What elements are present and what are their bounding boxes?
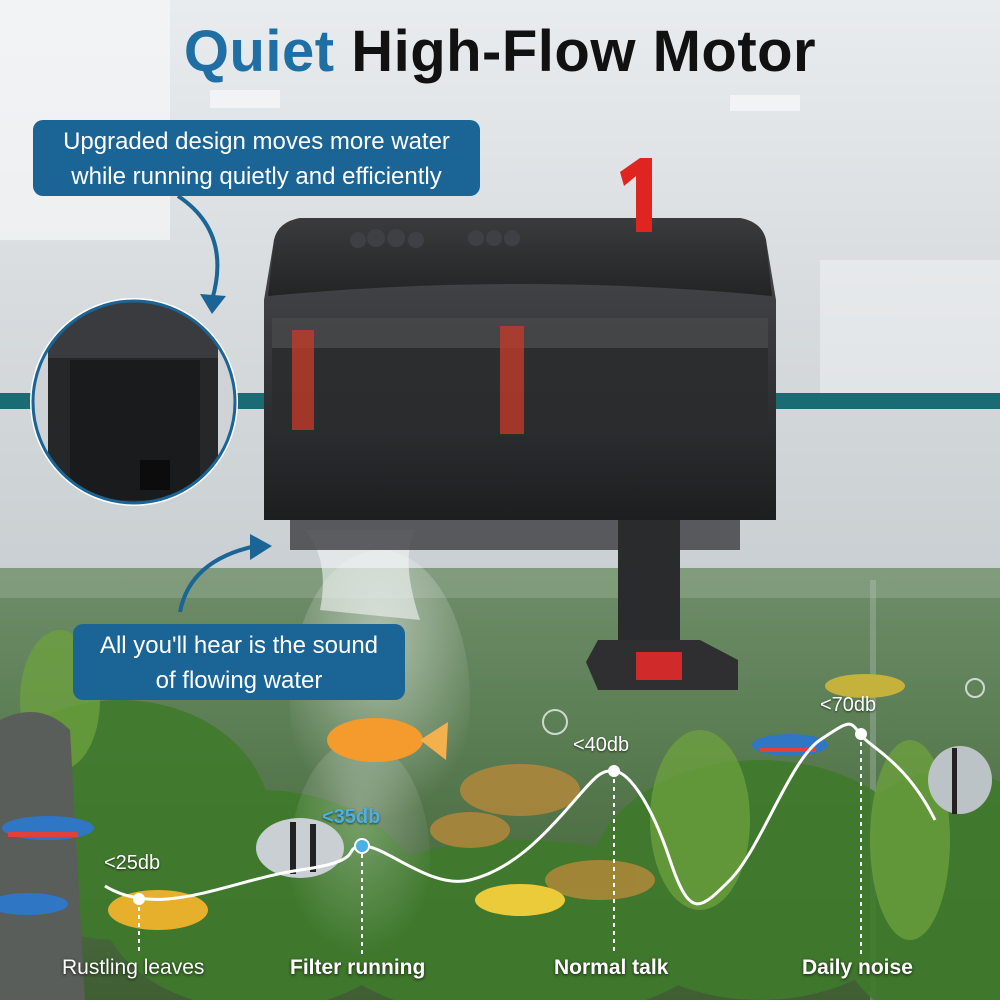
page-title: Quiet High-Flow Motor: [0, 18, 1000, 85]
label-rustling-leaves: Rustling leaves: [62, 956, 205, 979]
callout-flowing-water: All you'll hear is the sound of flowing …: [73, 624, 405, 700]
callout-upgraded-design: Upgraded design moves more water while r…: [33, 120, 480, 196]
title-accent: Quiet: [183, 19, 335, 84]
db-value-40: <40db: [573, 734, 630, 756]
label-normal-talk: Normal talk: [554, 956, 669, 979]
db-value-35: <35db: [322, 806, 381, 828]
callout-top-line2: while running quietly and efficiently: [71, 163, 442, 190]
callout-top-line1: Upgraded design moves more water: [63, 128, 450, 155]
marker-35db: [354, 838, 370, 854]
db-value-70: <70db: [820, 694, 877, 716]
marker-40db: [608, 765, 620, 777]
label-daily-noise: Daily noise: [802, 956, 913, 979]
callout-bottom-line1: All you'll hear is the sound: [99, 632, 379, 659]
marker-25db: [133, 893, 145, 905]
marker-70db: [855, 728, 867, 740]
title-rest: High-Flow Motor: [351, 19, 817, 84]
callout-bottom-line2: of flowing water: [155, 667, 323, 694]
orange-fish: [327, 718, 448, 762]
db-value-25: <25db: [104, 852, 161, 874]
filter-unit: [264, 158, 776, 690]
label-filter-running: Filter running: [290, 956, 426, 979]
